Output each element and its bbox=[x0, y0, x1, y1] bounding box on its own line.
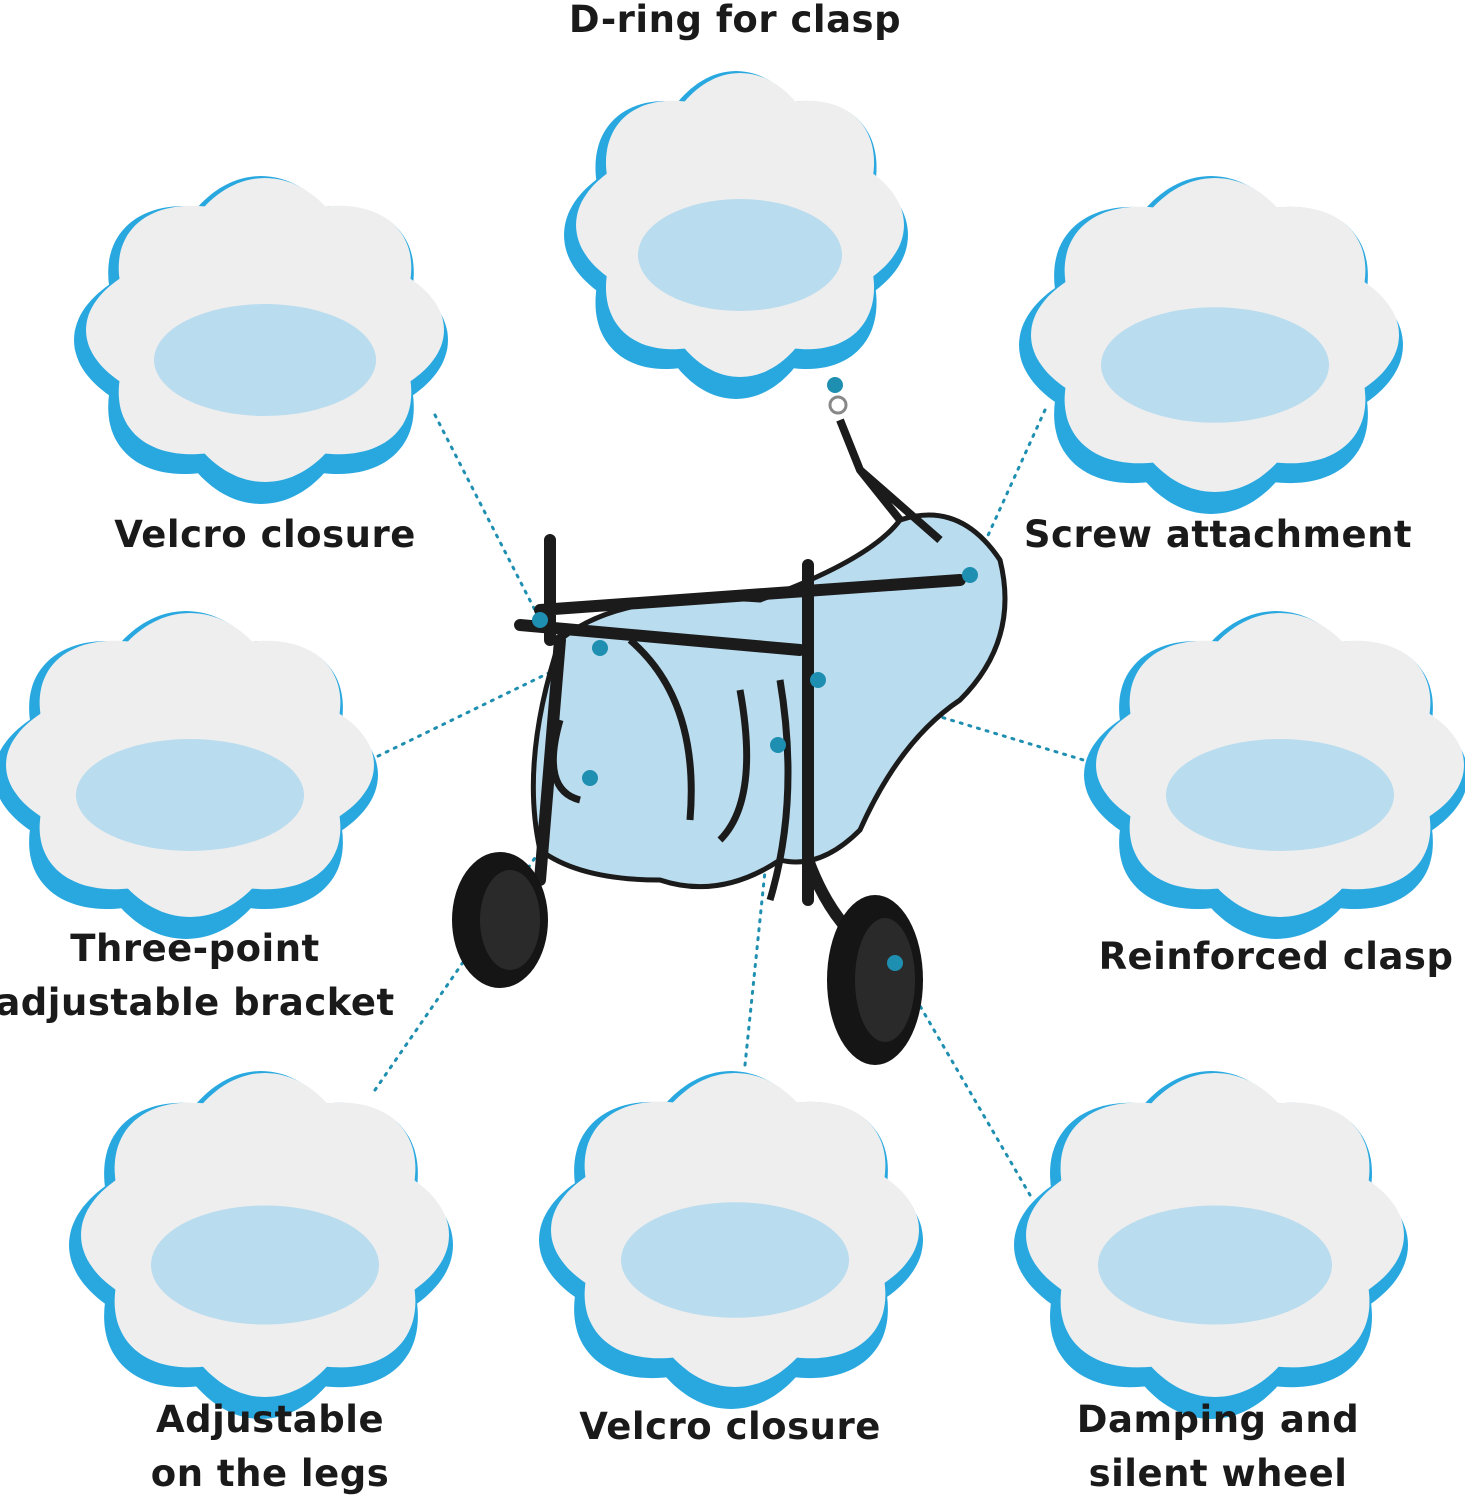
label-line: on the legs bbox=[150, 1452, 390, 1495]
label-screw: Screw attachment bbox=[1024, 508, 1412, 562]
callout-dots bbox=[532, 377, 978, 971]
harness-strap bbox=[836, 418, 943, 544]
label-wheel: Damping and silent wheel bbox=[1077, 1393, 1359, 1501]
label-line: Damping and bbox=[1076, 1398, 1360, 1441]
d-ring bbox=[828, 395, 848, 415]
photo-mesh bbox=[621, 1202, 849, 1318]
label-line: Three-point bbox=[70, 927, 320, 970]
right-wheel-hub bbox=[855, 918, 915, 1042]
feature-photo-velcro-top bbox=[74, 176, 448, 504]
label-line: Adjustable bbox=[155, 1398, 385, 1441]
photo-mesh bbox=[1166, 739, 1394, 851]
label-clasp: Reinforced clasp bbox=[1099, 930, 1454, 984]
mesh-sling bbox=[530, 512, 1008, 890]
callout-dot bbox=[582, 770, 598, 786]
photo-mesh bbox=[151, 1205, 379, 1325]
photo-mesh bbox=[76, 739, 304, 851]
feature-photo-d-ring bbox=[564, 71, 908, 399]
label-bracket: Three-point adjustable bracket bbox=[0, 922, 395, 1030]
callout-line bbox=[968, 408, 1047, 577]
label-line: Reinforced clasp bbox=[1098, 935, 1454, 978]
label-line: silent wheel bbox=[1088, 1452, 1348, 1495]
label-line: adjustable bracket bbox=[0, 981, 395, 1024]
feature-photo-clasp bbox=[1084, 611, 1465, 939]
callout-dot bbox=[887, 955, 903, 971]
callout-dot bbox=[962, 567, 978, 583]
callout-dot bbox=[810, 672, 826, 688]
left-wheel-hub bbox=[480, 870, 540, 970]
callout-dot bbox=[827, 377, 843, 393]
feature-photo-bracket bbox=[0, 611, 378, 939]
feature-photo-screw bbox=[1019, 176, 1403, 514]
dog-wheelchair-product bbox=[452, 395, 1008, 1065]
photo-mesh bbox=[154, 304, 376, 416]
frame-bars bbox=[514, 534, 966, 906]
label-velcro-bottom: Velcro closure bbox=[579, 1400, 881, 1454]
photo-mesh bbox=[638, 199, 842, 311]
label-line: Velcro closure bbox=[114, 513, 416, 556]
callout-dot bbox=[592, 640, 608, 656]
callout-dot bbox=[532, 612, 548, 628]
photo-mesh bbox=[1101, 307, 1329, 423]
callout-line bbox=[433, 413, 542, 622]
feature-photo-velcro-bottom bbox=[539, 1071, 923, 1409]
callout-dot bbox=[770, 737, 786, 753]
label-d-ring: D-ring for clasp bbox=[569, 0, 901, 47]
label-line: Screw attachment bbox=[1023, 513, 1413, 556]
label-line: Velcro closure bbox=[579, 1405, 881, 1448]
feature-photos bbox=[0, 71, 1465, 1419]
feature-photo-legs bbox=[69, 1071, 453, 1419]
label-line: D-ring for clasp bbox=[568, 0, 902, 41]
callout-line bbox=[368, 646, 602, 762]
feature-photo-wheel bbox=[1014, 1071, 1408, 1419]
callout-line bbox=[743, 743, 780, 1067]
leg-rings bbox=[549, 637, 792, 902]
label-velcro-top: Velcro closure bbox=[114, 508, 416, 562]
photo-mesh bbox=[1098, 1205, 1332, 1325]
label-legs: Adjustable on the legs bbox=[151, 1393, 389, 1501]
